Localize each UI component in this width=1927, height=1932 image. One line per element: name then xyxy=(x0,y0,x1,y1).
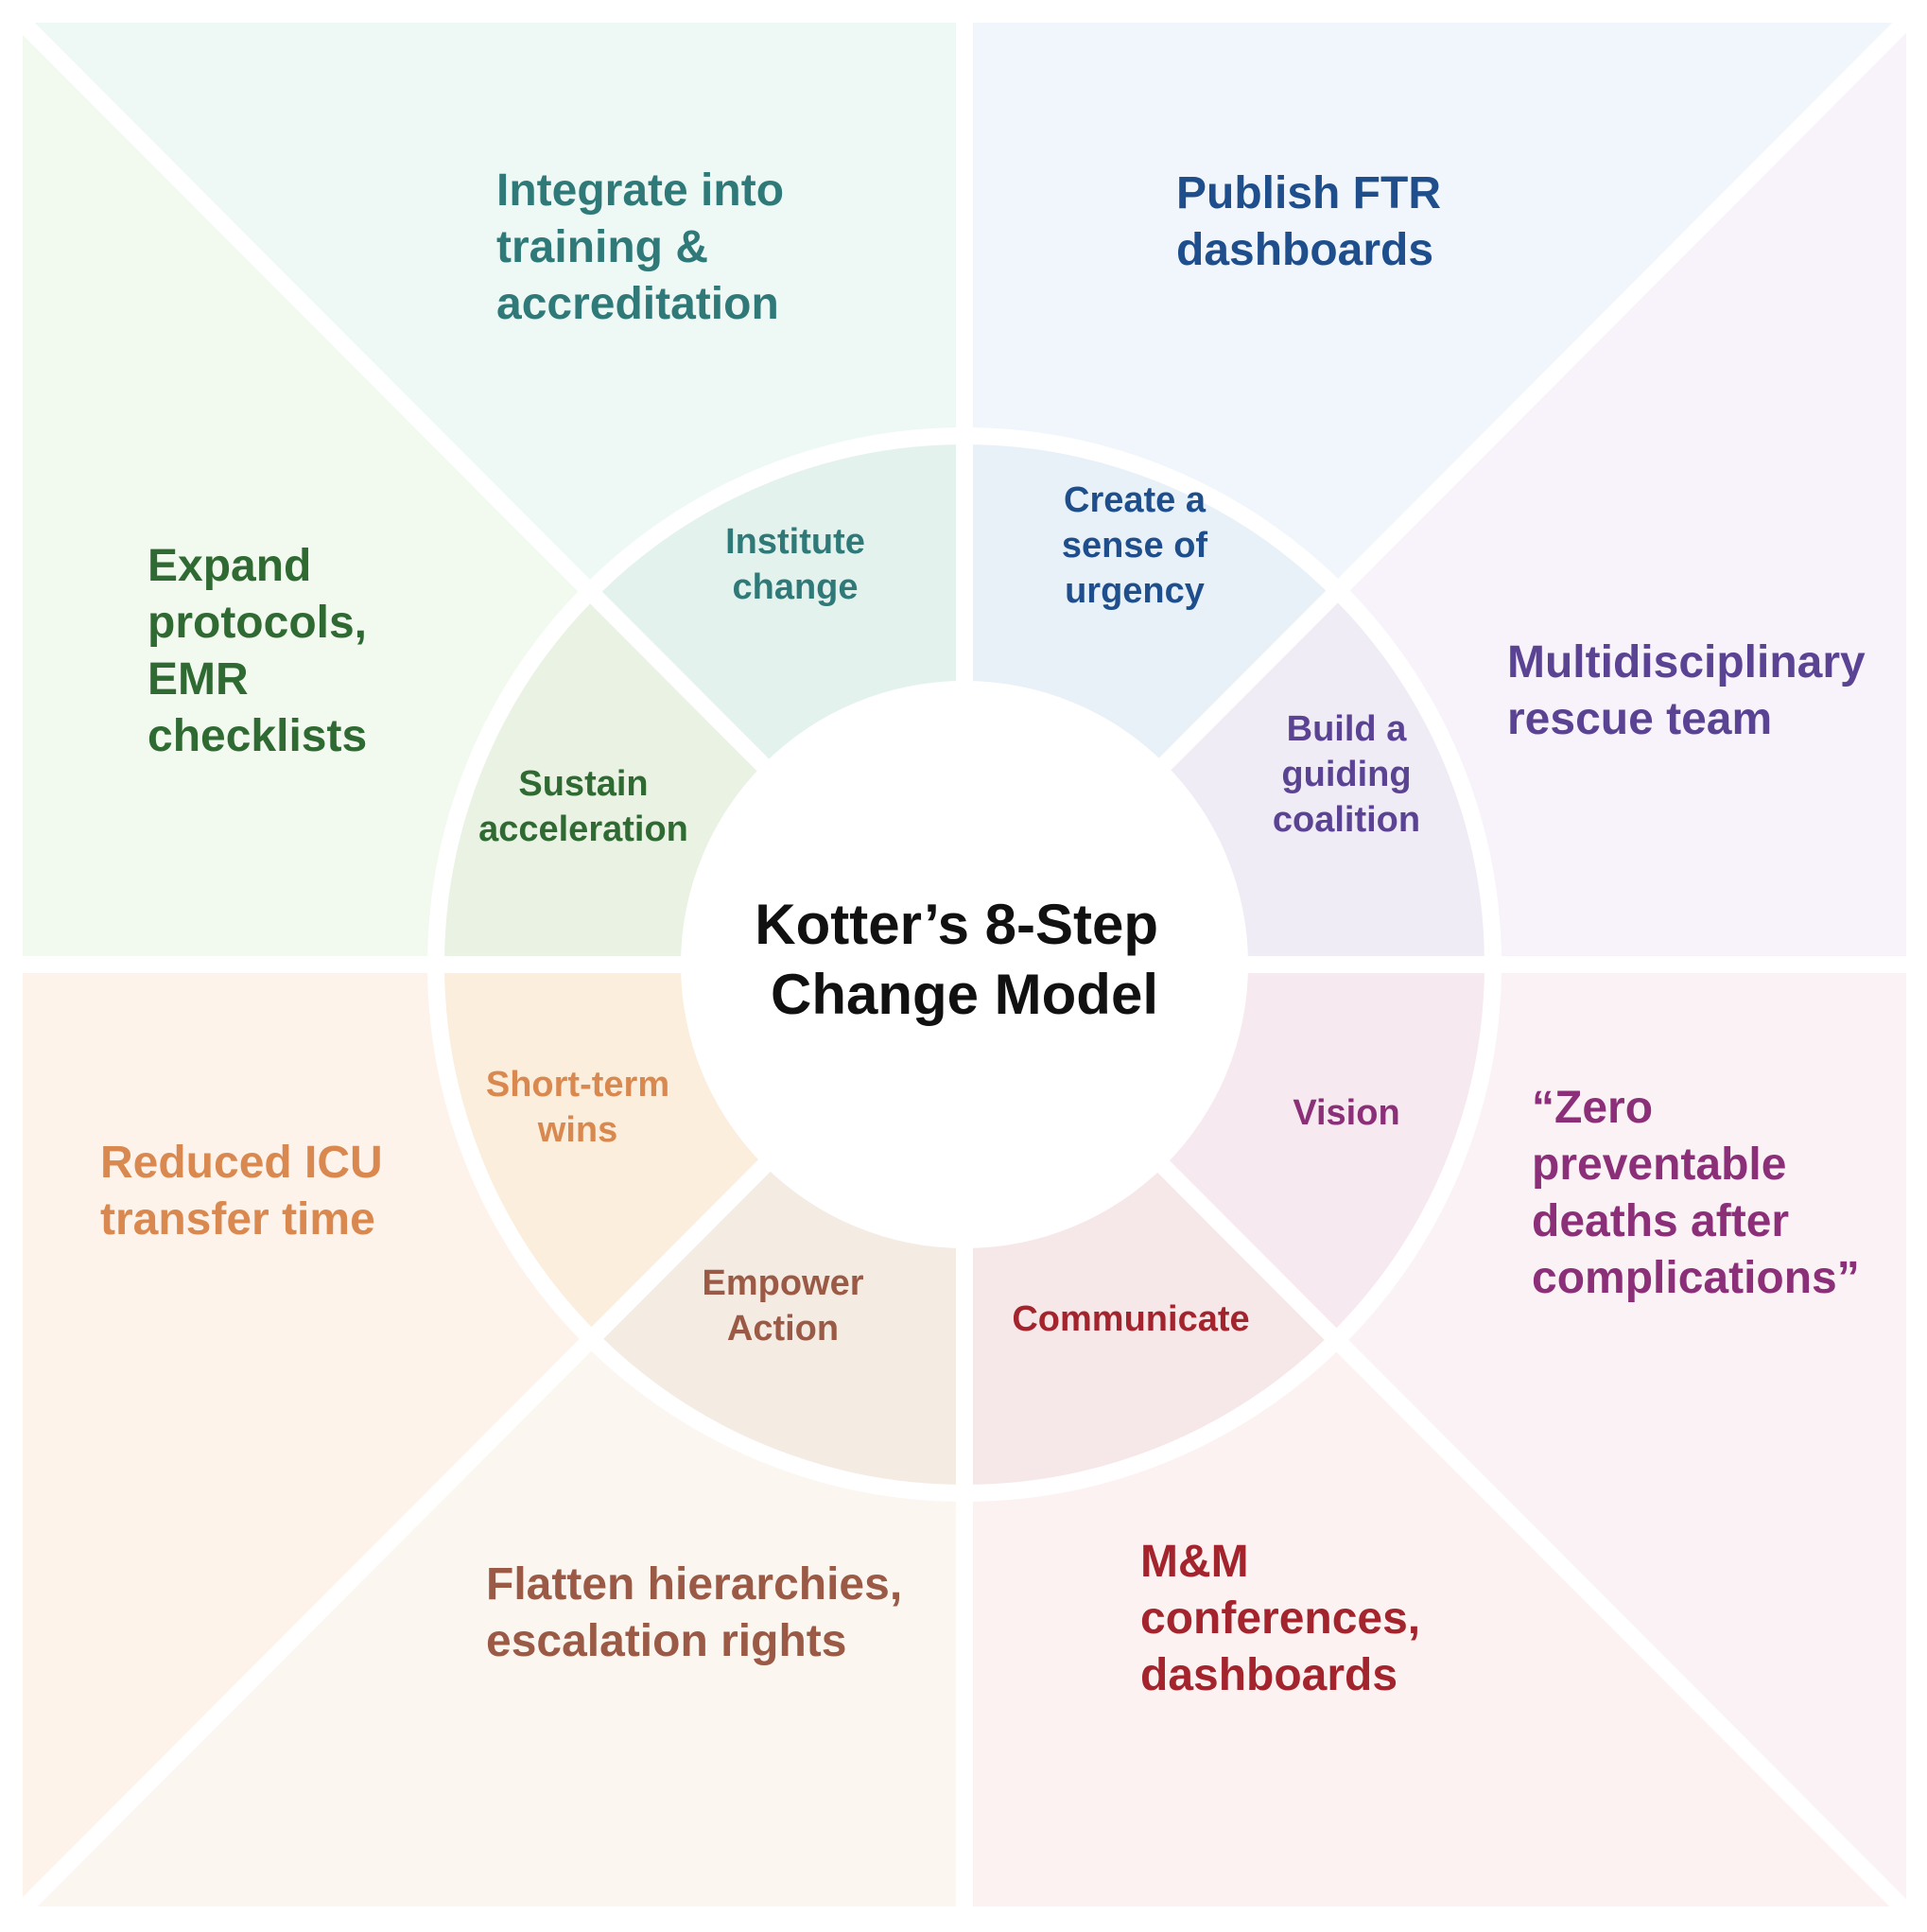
action-label-urgency: Publish FTR dashboards xyxy=(1176,168,1441,275)
action-label-sustain: Expand protocols, EMR checklists xyxy=(148,541,367,761)
center-circle xyxy=(681,681,1248,1248)
action-label-communicate: M&M conferences, dashboards xyxy=(1140,1537,1420,1700)
step-label-sustain: Sustain acceleration xyxy=(478,764,688,849)
action-label-line: Integrate into xyxy=(496,165,784,216)
action-label-line: Reduced ICU xyxy=(100,1138,383,1188)
action-label-line: complications” xyxy=(1532,1253,1860,1303)
step-label-line: wins xyxy=(537,1110,617,1150)
center-title-line-1: Kotter’s 8-Step xyxy=(755,893,1158,956)
action-label-vision: “Zero preventable deaths after complication… xyxy=(1532,1083,1860,1303)
action-label-coalition: Multidisciplinary rescue team xyxy=(1507,637,1866,744)
action-label-line: deaths after xyxy=(1532,1196,1789,1246)
action-label-line: EMR xyxy=(148,654,249,705)
action-label-line: checklists xyxy=(148,711,367,761)
step-label-communicate: Communicate xyxy=(1012,1299,1249,1339)
labels: Kotter’s 8-Step Change Model Create a sen… xyxy=(100,165,1866,1700)
action-label-line: Multidisciplinary xyxy=(1507,637,1866,688)
step-label-line: urgency xyxy=(1065,571,1205,611)
action-label-empower: Flatten hierarchies, escalation rights xyxy=(486,1559,902,1666)
action-label-line: Publish FTR xyxy=(1176,168,1441,218)
step-label-line: Institute xyxy=(725,522,865,562)
action-label-line: escalation rights xyxy=(486,1616,846,1666)
step-label-line: coalition xyxy=(1273,800,1420,840)
action-label-line: rescue team xyxy=(1507,694,1772,744)
action-label-line: “Zero xyxy=(1532,1083,1653,1133)
step-label-line: Communicate xyxy=(1012,1299,1249,1339)
action-label-line: Flatten hierarchies, xyxy=(486,1559,902,1610)
step-label-line: Sustain xyxy=(518,764,648,804)
step-label-institute: Institute change xyxy=(725,522,865,607)
action-label-line: dashboards xyxy=(1176,225,1433,275)
step-label-coalition: Build a guiding coalition xyxy=(1273,709,1420,840)
step-label-line: Short-term xyxy=(486,1065,669,1105)
step-label-wins: Short-term wins xyxy=(486,1065,669,1150)
step-label-line: acceleration xyxy=(478,809,688,849)
center-title: Kotter’s 8-Step Change Model xyxy=(755,893,1173,1026)
action-label-line: conferences, xyxy=(1140,1593,1420,1644)
action-label-line: M&M xyxy=(1140,1537,1249,1587)
action-label-wins: Reduced ICU transfer time xyxy=(100,1138,383,1244)
action-label-line: Expand xyxy=(148,541,311,591)
step-label-line: sense of xyxy=(1062,526,1208,566)
step-label-line: Action xyxy=(727,1309,839,1349)
action-label-line: transfer time xyxy=(100,1194,375,1244)
action-label-line: protocols, xyxy=(148,598,367,648)
step-label-line: Build a xyxy=(1287,709,1408,749)
action-label-line: training & xyxy=(496,222,708,272)
action-label-line: dashboards xyxy=(1140,1650,1398,1700)
step-label-line: Create a xyxy=(1064,480,1207,520)
step-label-line: guiding xyxy=(1281,755,1411,794)
step-label-line: change xyxy=(732,567,858,607)
action-label-line: preventable xyxy=(1532,1140,1786,1190)
ring-outline xyxy=(427,427,1502,1502)
step-label-line: Vision xyxy=(1293,1093,1399,1133)
action-label-institute: Integrate into training & accreditation xyxy=(496,165,784,329)
center-title-line-2: Change Model xyxy=(771,963,1158,1026)
step-label-vision: Vision xyxy=(1293,1093,1399,1133)
action-label-line: accreditation xyxy=(496,279,779,329)
step-label-urgency: Create a sense of urgency xyxy=(1062,480,1208,611)
step-label-line: Empower xyxy=(702,1263,863,1303)
